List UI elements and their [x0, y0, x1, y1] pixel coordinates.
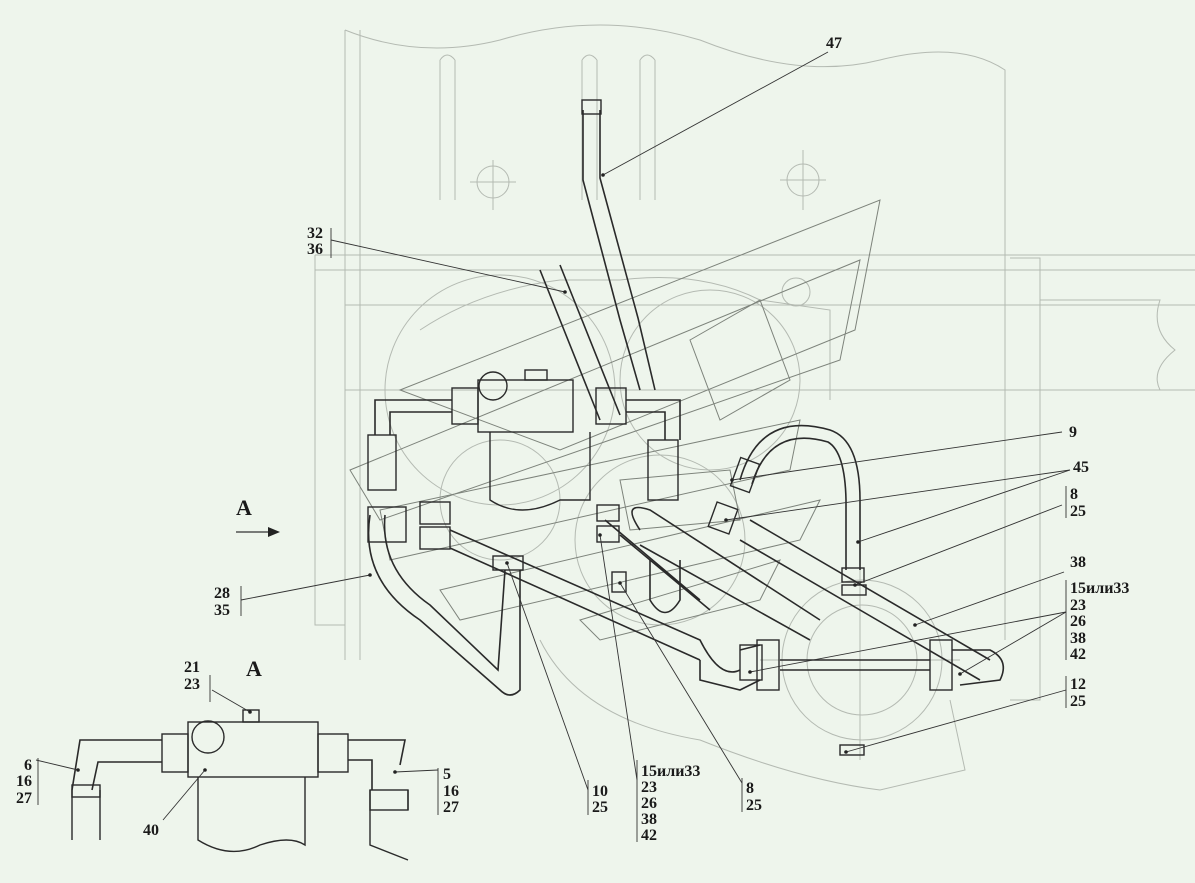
callout-47: 47 — [826, 35, 842, 52]
svg-text:16: 16 — [16, 773, 32, 790]
svg-text:15или33: 15или33 — [641, 763, 700, 780]
view-label-a: A — [246, 656, 262, 681]
svg-text:23: 23 — [184, 676, 200, 693]
callout-21-23: 21 23 — [184, 659, 200, 693]
svg-text:25: 25 — [1070, 503, 1086, 520]
svg-text:10: 10 — [592, 783, 608, 800]
svg-text:12: 12 — [1070, 676, 1086, 693]
callout-38: 38 — [1070, 554, 1086, 571]
callout-45: 45 — [1073, 459, 1089, 476]
svg-text:26: 26 — [641, 795, 657, 812]
svg-text:32: 32 — [307, 225, 323, 242]
svg-text:5: 5 — [443, 766, 451, 783]
leader-lines — [240, 51, 1071, 842]
svg-text:28: 28 — [214, 585, 230, 602]
callout-40: 40 — [143, 822, 159, 839]
svg-text:25: 25 — [592, 799, 608, 816]
svg-text:27: 27 — [443, 799, 459, 816]
svg-text:25: 25 — [746, 797, 762, 814]
callout-28-35: 28 35 — [214, 585, 230, 619]
detail-view-a — [35, 675, 439, 861]
view-marker-a: A — [236, 495, 252, 520]
callout-15-bottom: 15или33 23 26 38 42 — [641, 763, 700, 844]
svg-text:38: 38 — [641, 811, 657, 828]
callout-32-36: 32 36 — [307, 225, 323, 258]
svg-text:38: 38 — [1070, 630, 1086, 647]
svg-text:27: 27 — [16, 790, 32, 807]
background-frame — [314, 24, 1195, 791]
svg-text:36: 36 — [307, 241, 323, 258]
svg-text:6: 6 — [24, 757, 32, 774]
callout-8-25-bottom: 8 25 — [746, 780, 762, 814]
svg-text:25: 25 — [1070, 693, 1086, 710]
svg-text:15или33: 15или33 — [1070, 580, 1129, 597]
svg-text:16: 16 — [443, 783, 459, 800]
callout-10-25: 10 25 — [592, 783, 608, 816]
callout-12-25: 12 25 — [1070, 676, 1086, 710]
view-direction-arrow — [236, 527, 280, 537]
svg-text:42: 42 — [1070, 646, 1086, 663]
svg-text:35: 35 — [214, 602, 230, 619]
callout-6-16-27: 6 16 27 — [16, 757, 32, 807]
svg-text:8: 8 — [1070, 486, 1078, 503]
svg-text:8: 8 — [746, 780, 754, 797]
svg-text:21: 21 — [184, 659, 200, 676]
svg-text:26: 26 — [1070, 613, 1086, 630]
callout-5-16-27: 5 16 27 — [443, 766, 459, 816]
callout-9: 9 — [1069, 424, 1077, 441]
pipe-lines — [367, 99, 1005, 756]
svg-text:23: 23 — [1070, 597, 1086, 614]
filter-assembly — [367, 369, 681, 511]
callout-15-right: 15или33 23 26 38 42 — [1070, 580, 1129, 663]
svg-text:23: 23 — [641, 779, 657, 796]
mounting-plates — [349, 199, 881, 641]
callout-8-25-right: 8 25 — [1070, 486, 1086, 520]
svg-text:42: 42 — [641, 827, 657, 844]
